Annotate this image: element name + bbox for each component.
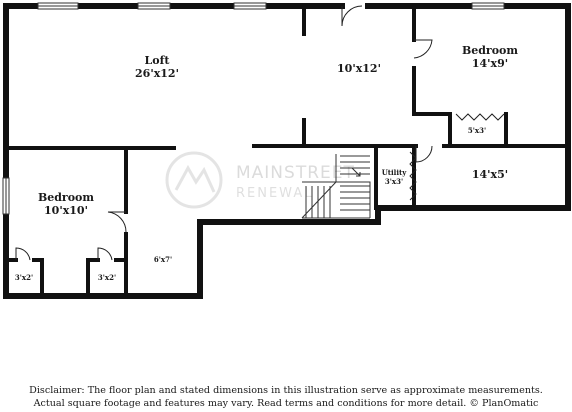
watermark-circle-icon [165,151,223,209]
doors [15,5,433,261]
room-east-dims: 14'x5' [472,168,508,181]
door-utility-e [415,145,433,163]
stair-arrow-icon [351,167,361,177]
interior-walls [4,4,570,298]
utility-dims: 3'x3' [385,177,403,186]
loft-dims: 26'x12' [135,67,179,80]
door-closet-w1 [15,247,31,261]
door-top [341,5,363,27]
exterior-walls [3,3,571,299]
watermark-logo: MAINSTREET RENEWAL [165,151,355,209]
utility-bifold-door [409,151,417,201]
closet-bifold-door [455,113,505,121]
loft-name: Loft [145,54,171,67]
bedroom-ne-dims: 14'x9' [472,57,508,70]
room-small-dims: 6'x7' [154,255,172,264]
closet-w1-dims: 3'x2' [15,273,33,282]
door-closet-w2 [97,247,113,261]
watermark-line1: MAINSTREET [236,163,355,183]
door-bedroom-w [107,211,127,233]
watermark-house-icon [174,164,216,193]
door-bedroom-ne [413,39,433,59]
watermark-line2: RENEWAL [236,186,313,201]
closet-w2-dims: 3'x2' [98,273,116,282]
bedroom-w-name: Bedroom [38,191,94,204]
disclaimer-line1: Disclaimer: The floor plan and stated di… [29,385,543,396]
center-room-dims: 10'x12' [337,62,381,75]
closet-ne-dims: 5'x3' [468,126,486,135]
staircase [301,154,371,219]
room-labels: Loft 26'x12' 10'x12' Bedroom 14'x9' 5'x3… [15,44,519,282]
disclaimer: Disclaimer: The floor plan and stated di… [0,384,572,410]
bedroom-w-dims: 10'x10' [44,204,88,217]
disclaimer-line2: Actual square footage and features may v… [33,398,539,409]
bedroom-ne-name: Bedroom [462,44,518,57]
windows [2,2,505,215]
utility-name: Utility [382,168,408,177]
floor-plan: MAINSTREET RENEWAL [2,2,571,299]
